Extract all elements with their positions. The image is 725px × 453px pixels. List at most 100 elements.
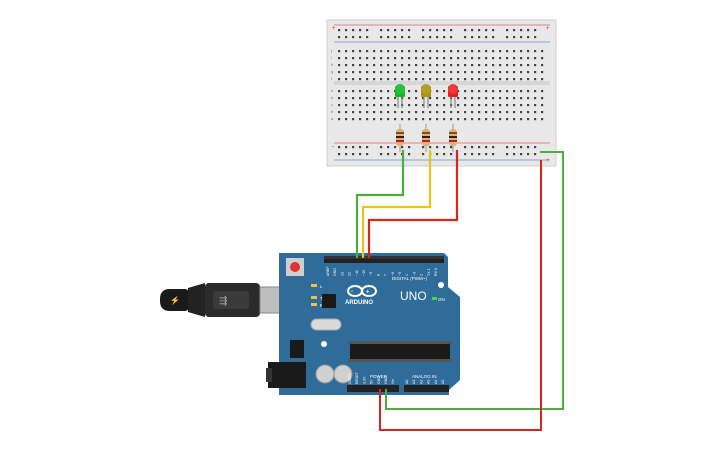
breadboard-hole[interactable] xyxy=(429,111,432,114)
breadboard-hole[interactable] xyxy=(534,78,537,81)
breadboard-hole[interactable] xyxy=(513,29,516,32)
breadboard-hole[interactable] xyxy=(443,104,446,107)
breadboard-hole[interactable] xyxy=(373,118,376,121)
breadboard-hole[interactable] xyxy=(513,57,516,60)
breadboard-hole[interactable] xyxy=(443,64,446,67)
breadboard-hole[interactable] xyxy=(429,97,432,100)
breadboard-hole[interactable] xyxy=(471,111,474,114)
breadboard-hole[interactable] xyxy=(541,50,544,53)
breadboard-hole[interactable] xyxy=(359,78,362,81)
breadboard-hole[interactable] xyxy=(359,97,362,100)
breadboard-hole[interactable] xyxy=(527,29,530,32)
breadboard-hole[interactable] xyxy=(366,146,369,149)
breadboard-hole[interactable] xyxy=(345,36,348,39)
breadboard-hole[interactable] xyxy=(520,118,523,121)
breadboard-hole[interactable] xyxy=(506,64,509,67)
usb-cable[interactable]: ⚡ ⇶ xyxy=(160,283,291,317)
breadboard-hole[interactable] xyxy=(492,78,495,81)
breadboard-hole[interactable] xyxy=(366,118,369,121)
breadboard-hole[interactable] xyxy=(436,64,439,67)
breadboard-hole[interactable] xyxy=(464,50,467,53)
breadboard-hole[interactable] xyxy=(394,50,397,53)
breadboard-hole[interactable] xyxy=(366,104,369,107)
breadboard-hole[interactable] xyxy=(464,64,467,67)
breadboard-hole[interactable] xyxy=(422,29,425,32)
breadboard-hole[interactable] xyxy=(380,97,383,100)
breadboard-hole[interactable] xyxy=(527,78,530,81)
breadboard-hole[interactable] xyxy=(478,153,481,156)
breadboard-hole[interactable] xyxy=(352,64,355,67)
breadboard-hole[interactable] xyxy=(485,64,488,67)
breadboard-hole[interactable] xyxy=(394,64,397,67)
breadboard-hole[interactable] xyxy=(513,78,516,81)
breadboard-hole[interactable] xyxy=(422,71,425,74)
breadboard-hole[interactable] xyxy=(443,153,446,156)
breadboard-hole[interactable] xyxy=(534,50,537,53)
breadboard-hole[interactable] xyxy=(450,36,453,39)
breadboard-hole[interactable] xyxy=(380,50,383,53)
breadboard-hole[interactable] xyxy=(499,50,502,53)
breadboard-hole[interactable] xyxy=(457,111,460,114)
breadboard-hole[interactable] xyxy=(380,118,383,121)
breadboard-hole[interactable] xyxy=(394,78,397,81)
breadboard-hole[interactable] xyxy=(499,118,502,121)
breadboard-hole[interactable] xyxy=(352,90,355,93)
breadboard-hole[interactable] xyxy=(345,111,348,114)
breadboard-hole[interactable] xyxy=(436,90,439,93)
breadboard-hole[interactable] xyxy=(401,57,404,60)
breadboard-hole[interactable] xyxy=(380,29,383,32)
breadboard-hole[interactable] xyxy=(513,153,516,156)
digital-header-pins[interactable] xyxy=(324,256,444,263)
breadboard-hole[interactable] xyxy=(520,146,523,149)
breadboard-hole[interactable] xyxy=(492,111,495,114)
breadboard-hole[interactable] xyxy=(394,118,397,121)
breadboard-hole[interactable] xyxy=(485,97,488,100)
breadboard-hole[interactable] xyxy=(387,50,390,53)
breadboard-hole[interactable] xyxy=(464,97,467,100)
breadboard-hole[interactable] xyxy=(366,71,369,74)
breadboard-hole[interactable] xyxy=(464,90,467,93)
breadboard-hole[interactable] xyxy=(541,104,544,107)
breadboard-hole[interactable] xyxy=(457,118,460,121)
breadboard-hole[interactable] xyxy=(520,104,523,107)
breadboard-hole[interactable] xyxy=(387,146,390,149)
breadboard-hole[interactable] xyxy=(366,90,369,93)
breadboard-hole[interactable] xyxy=(338,71,341,74)
breadboard-hole[interactable] xyxy=(478,118,481,121)
breadboard-hole[interactable] xyxy=(485,71,488,74)
breadboard-hole[interactable] xyxy=(373,97,376,100)
breadboard-hole[interactable] xyxy=(464,153,467,156)
breadboard-hole[interactable] xyxy=(429,36,432,39)
breadboard-hole[interactable] xyxy=(366,153,369,156)
breadboard-hole[interactable] xyxy=(366,78,369,81)
breadboard-hole[interactable] xyxy=(527,118,530,121)
power-header-pins[interactable] xyxy=(347,385,399,392)
breadboard-hole[interactable] xyxy=(429,146,432,149)
breadboard-hole[interactable] xyxy=(513,97,516,100)
breadboard-hole[interactable] xyxy=(436,153,439,156)
breadboard-hole[interactable] xyxy=(415,104,418,107)
breadboard-hole[interactable] xyxy=(415,90,418,93)
breadboard-hole[interactable] xyxy=(534,64,537,67)
breadboard-hole[interactable] xyxy=(387,36,390,39)
breadboard-hole[interactable] xyxy=(527,111,530,114)
breadboard-hole[interactable] xyxy=(415,78,418,81)
breadboard-hole[interactable] xyxy=(506,71,509,74)
breadboard-hole[interactable] xyxy=(541,90,544,93)
breadboard-hole[interactable] xyxy=(464,36,467,39)
analog-header-pins[interactable] xyxy=(404,385,449,392)
breadboard-hole[interactable] xyxy=(366,29,369,32)
breadboard-hole[interactable] xyxy=(422,64,425,67)
breadboard-hole[interactable] xyxy=(422,97,425,100)
breadboard-hole[interactable] xyxy=(436,36,439,39)
breadboard-hole[interactable] xyxy=(499,97,502,100)
breadboard-hole[interactable] xyxy=(366,97,369,100)
breadboard-hole[interactable] xyxy=(429,71,432,74)
breadboard-hole[interactable] xyxy=(499,104,502,107)
breadboard-hole[interactable] xyxy=(394,36,397,39)
red-wire[interactable] xyxy=(367,150,459,258)
breadboard-hole[interactable] xyxy=(534,146,537,149)
breadboard-hole[interactable] xyxy=(541,111,544,114)
breadboard-hole[interactable] xyxy=(506,118,509,121)
breadboard-hole[interactable] xyxy=(338,64,341,67)
